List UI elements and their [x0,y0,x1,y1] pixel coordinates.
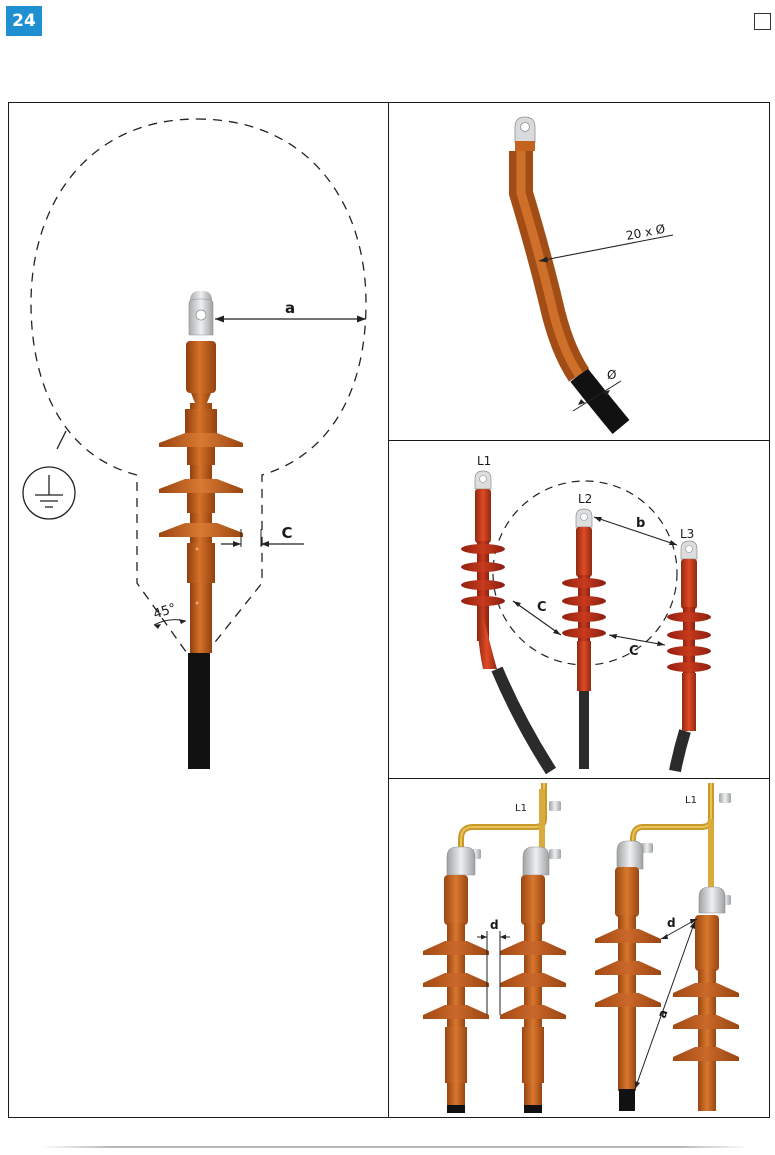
label-l1: L1 [477,454,491,468]
clearance-figure-panel: a C 45° [8,102,390,1118]
label-l1-right: L1 [685,795,697,806]
label-l1-left: L1 [515,803,527,814]
termination-l3 [667,540,711,731]
bolt-icon [549,801,561,811]
footer-divider [40,1146,750,1148]
bolt-icon [641,843,653,853]
label-a-right: a [655,1008,671,1020]
page-number-badge: 24 [6,6,42,36]
diameter-line [572,380,622,412]
label-l2: L2 [578,492,592,506]
label-b: b [636,516,645,531]
label-angle: 45° [152,601,179,622]
bending-radius-figure-panel: 20 x Ø Ø [388,102,770,442]
termination [159,291,243,653]
busbar-right-drop [708,819,714,899]
cable-l1 [491,666,557,775]
termination-tube [509,151,590,382]
label-c2: C [629,644,639,659]
label-diameter: Ø [607,368,616,382]
clearance-diagram: a C 45° [22,118,367,769]
cable-l2 [579,691,589,769]
label-c1: C [537,600,547,615]
termination-right-1 [595,840,661,1111]
earth-lead [56,430,67,450]
label-d-left: d [490,918,499,932]
dimension-a-right-line [634,920,696,1090]
bolt-icon [549,849,561,859]
termination-l1 [461,470,505,669]
label-a: a [285,299,295,317]
three-phase-figure-panel: L1 L2 L3 b C C [388,440,770,780]
bolt-icon [719,793,731,803]
page-number: 24 [12,11,36,31]
termination-right-2 [673,886,739,1111]
termination-l2 [562,508,606,691]
page-checkbox[interactable] [754,13,771,30]
three-phase-diagram: L1 L2 L3 b C C [461,454,711,775]
termination-left-2 [500,846,566,1113]
bending-radius-diagram: 20 x Ø Ø [509,116,674,435]
cable [570,368,630,435]
cable-l3 [669,729,691,773]
busbar-figure-panel: L1 d L1 d a [388,778,770,1118]
dimension-c1-line [512,600,562,636]
dimension-c2-line [608,634,666,646]
radius-line [538,234,674,262]
label-radius: 20 x Ø [625,222,666,243]
label-c: C [281,524,292,542]
busbar-diagram: L1 d L1 d a [423,783,739,1113]
label-d-right: d [667,916,676,930]
cable [188,653,210,769]
label-l3: L3 [680,527,694,541]
termination-left-1 [423,846,489,1113]
dimension-b-line [593,516,678,546]
